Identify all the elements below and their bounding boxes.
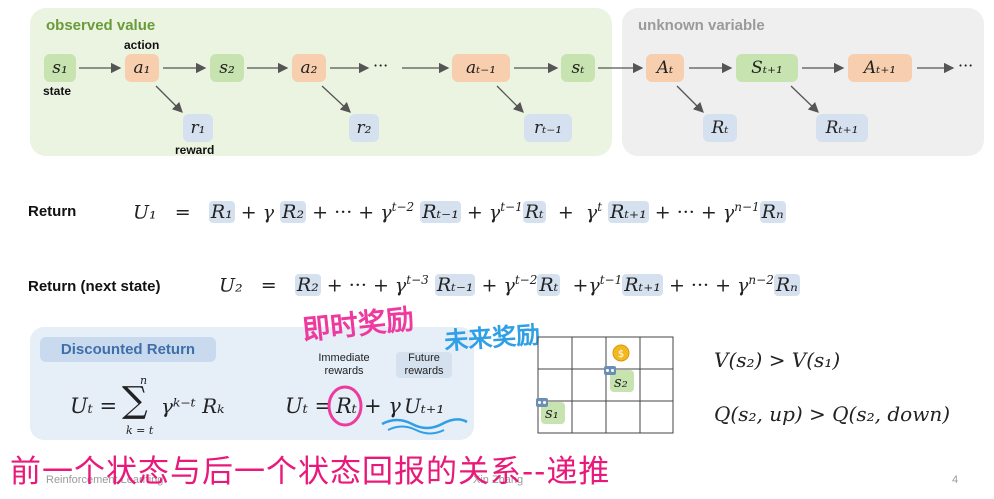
node-st: sₜ [561, 54, 595, 82]
sum-bottom: k = t [126, 424, 154, 437]
gridworld: $ [536, 336, 674, 434]
term-Rn: Rₙ [759, 201, 786, 224]
node-s2: s₂ [210, 54, 244, 82]
robot-icon-s1 [536, 398, 548, 407]
v-inequality: V(s₂) > V(s₁) [714, 348, 841, 372]
robot-icon-s2 [604, 366, 616, 375]
recursive-ut1: Uₜ₊₁ [404, 394, 445, 418]
recursive-plus-gamma: + γ [364, 394, 401, 418]
term-R1: R₁ [208, 201, 235, 224]
sum-symbol: ∑ [122, 380, 148, 421]
node-rt-minus-1: rₜ₋₁ [524, 114, 572, 142]
node-Rt: Rₜ [703, 114, 737, 142]
node-Rt-plus-1: Rₜ₊₁ [816, 114, 868, 142]
grid-s2: s₂ [614, 373, 628, 391]
footer-left: Reinforcement Learning [46, 474, 164, 486]
state-label: state [43, 84, 72, 98]
node-s1: s₁ [44, 54, 76, 82]
ellipsis-unknown: ··· [958, 56, 974, 75]
return-next-label: Return (next state) [28, 278, 161, 295]
recursive-rt: Rₜ [336, 394, 357, 418]
handwriting-future: 未来奖励 [443, 320, 542, 356]
node-a2: a₂ [292, 54, 326, 82]
node-r2: r₂ [349, 114, 379, 142]
caption: 前一个状态与后一个状态回报的关系--递推 [10, 454, 611, 490]
unknown-title: unknown variable [638, 17, 765, 34]
grid-s1: s₁ [545, 404, 559, 422]
node-At: Aₜ [646, 54, 684, 82]
immediate-rewards-tag: Immediate rewards [318, 352, 370, 377]
ellipsis-observed: ··· [373, 56, 389, 75]
future-rewards-tag: Future rewards [396, 352, 452, 378]
q-inequality: Q(s₂, up) > Q(s₂, down) [714, 402, 950, 426]
return-label: Return [28, 203, 77, 220]
node-a1: a₁ [125, 54, 159, 82]
u2-lhs: U₂ [219, 274, 243, 297]
discount-lhs: Uₜ = [70, 394, 118, 418]
sum-body: γᵏ⁻ᵗ Rₖ [161, 394, 225, 418]
u1-lhs: U₁ [133, 201, 157, 224]
node-St-plus-1: Sₜ₊₁ [736, 54, 798, 82]
node-at-minus-1: aₜ₋₁ [452, 54, 510, 82]
handwriting-marks [327, 385, 468, 435]
recursive-lhs: Uₜ = [285, 394, 333, 418]
unknown-panel [622, 8, 984, 156]
svg-text:$: $ [618, 349, 624, 360]
term-Rt: Rₜ [522, 201, 546, 224]
term-Rt-minus-1: Rₜ₋₁ [420, 201, 461, 224]
node-r1: r₁ [183, 114, 213, 142]
action-label: action [124, 38, 160, 52]
observed-title: observed value [46, 17, 156, 34]
eq-sign: = [174, 201, 191, 224]
sum-top: n [140, 374, 148, 387]
coin-icon [612, 344, 630, 362]
reward-label: reward [175, 143, 215, 157]
footer-page: 4 [952, 474, 959, 486]
term-R2: R₂ [280, 201, 307, 224]
discounted-badge: Discounted Return [40, 337, 216, 362]
node-At-plus-1: Aₜ₊₁ [848, 54, 912, 82]
footer-center: Xin Zhang [473, 474, 524, 486]
diagram-arrows [79, 62, 955, 113]
observed-panel [30, 8, 612, 156]
term-Rt-plus-1: Rₜ₊₁ [608, 201, 649, 224]
